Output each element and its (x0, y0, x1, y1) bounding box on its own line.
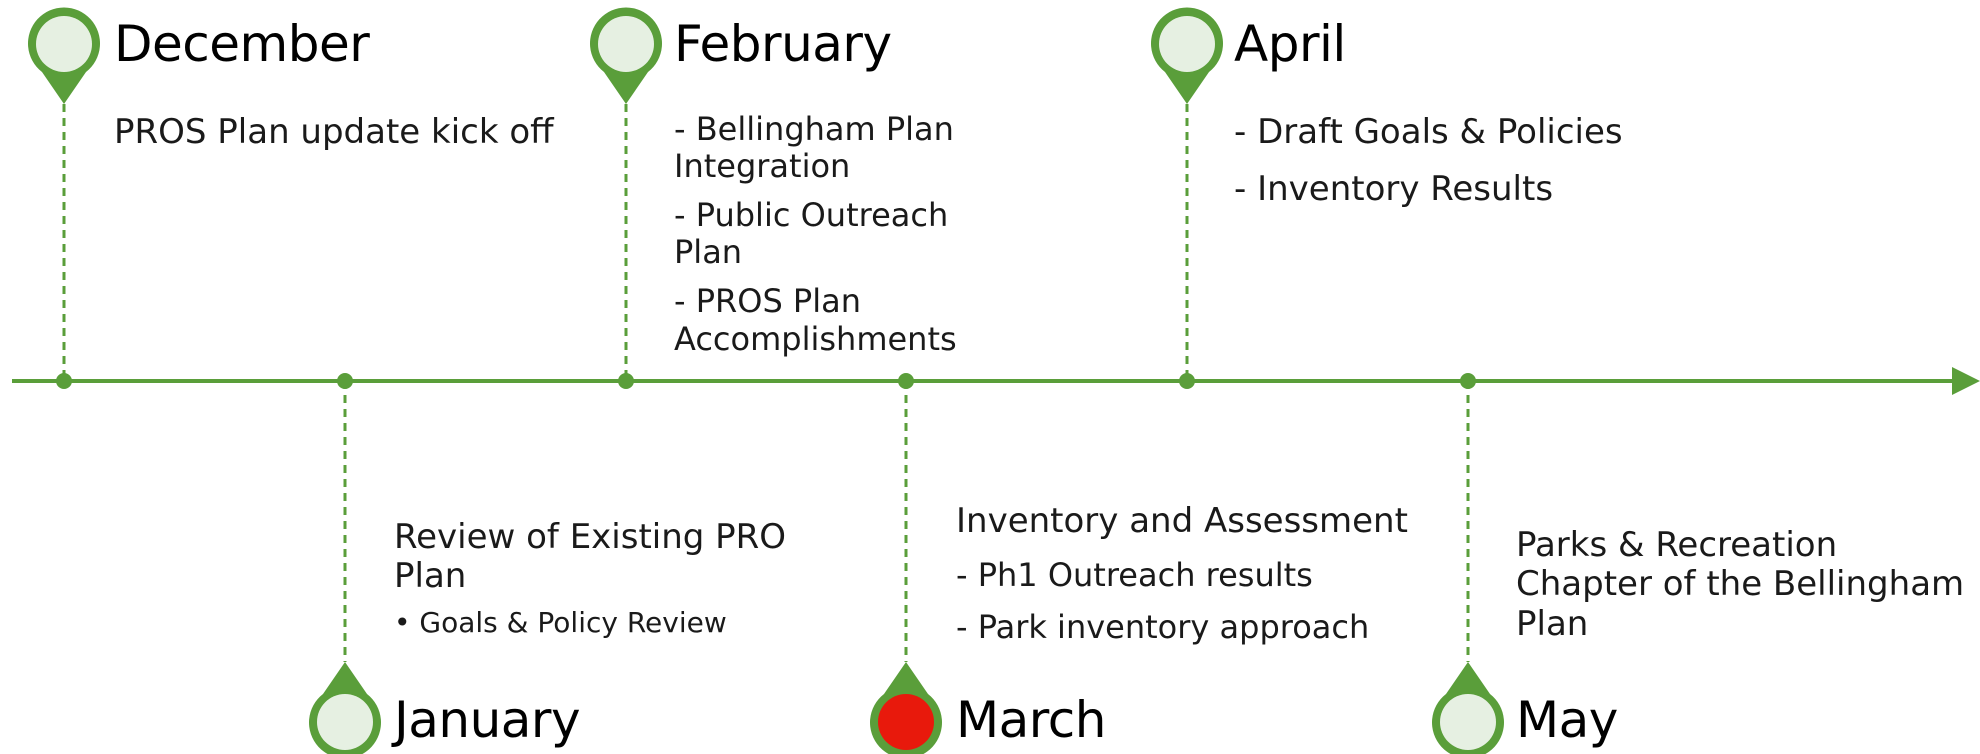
event-item-march: - Park inventory approach (956, 607, 1370, 646)
axis-dot-february (618, 373, 634, 389)
event-title-december: PROS Plan update kick off (114, 112, 554, 152)
event-item-february: - Public Outreach Plan (674, 196, 949, 272)
axis-dot-january (337, 373, 353, 389)
pin-center-december (36, 16, 92, 72)
event-description-december: PROS Plan update kick off (114, 112, 584, 152)
pin-center-april (1159, 16, 1215, 72)
event-item-february: - Bellingham Plan Integration (674, 110, 954, 186)
timeline-arrowhead (1952, 367, 1980, 395)
axis-dot-may (1460, 373, 1476, 389)
event-description-january: Review of Existing PRO Plan • Goals & Po… (394, 517, 824, 639)
axis-dot-december (56, 373, 72, 389)
month-label-february: February (674, 15, 892, 73)
event-item-april: - Inventory Results (1234, 169, 1554, 210)
pin-center-january (317, 694, 373, 750)
event-description-february: - Bellingham Plan Integration - Public O… (674, 110, 1014, 370)
month-label-december: December (114, 15, 370, 73)
event-title-march: Inventory and Assessment (956, 501, 1408, 541)
event-description-march: Inventory and Assessment - Ph1 Outreach … (956, 501, 1436, 660)
event-item-february: - PROS Plan Accomplishments (674, 282, 957, 358)
event-description-april: - Draft Goals & Policies - Inventory Res… (1234, 112, 1714, 224)
event-item-march: - Ph1 Outreach results (956, 556, 1313, 595)
axis-dot-april (1179, 373, 1195, 389)
month-label-january: January (394, 691, 581, 749)
event-description-may: Parks & Recreation Chapter of the Bellin… (1516, 525, 1966, 644)
current-marker-icon-march (878, 694, 934, 750)
event-subitem-january: • Goals & Policy Review (394, 605, 727, 639)
event-item-april: - Draft Goals & Policies (1234, 112, 1623, 152)
month-label-april: April (1234, 15, 1346, 73)
pin-center-may (1440, 694, 1496, 750)
month-label-march: March (956, 691, 1106, 749)
event-title-january: Review of Existing PRO Plan (394, 517, 787, 597)
axis-dot-march (898, 373, 914, 389)
pin-center-february (598, 16, 654, 72)
event-title-may: Parks & Recreation Chapter of the Bellin… (1516, 525, 1965, 644)
month-label-may: May (1516, 691, 1618, 749)
